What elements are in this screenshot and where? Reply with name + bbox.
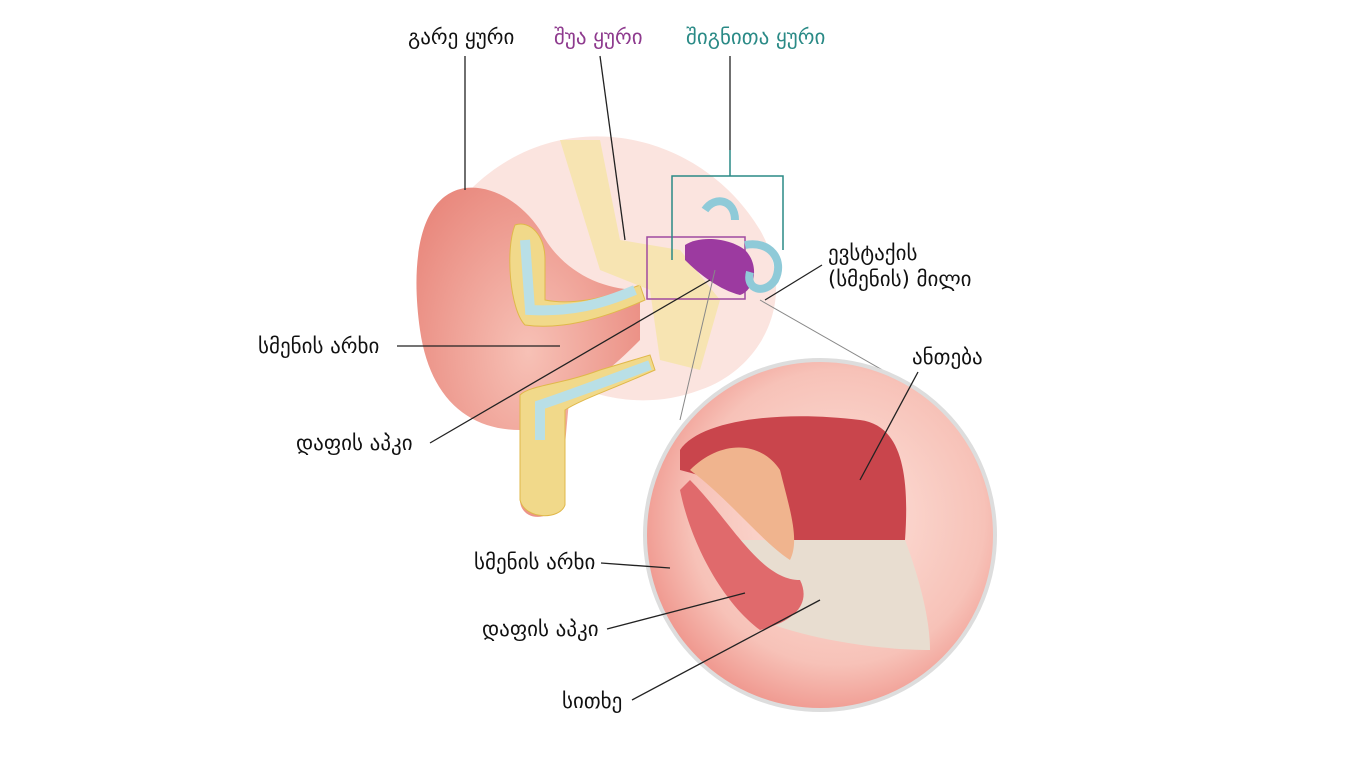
label-inflammation: ანთება xyxy=(912,345,983,369)
inner-ear-bracket xyxy=(671,150,784,260)
label-eustachian-line1: ევსტაქის xyxy=(828,241,918,265)
label-eardrum: დაფის აპკი xyxy=(296,431,413,455)
skull-bone xyxy=(560,140,720,370)
label-eustachian-tube: ევსტაქის (სმენის) მილი xyxy=(828,240,972,293)
cochlea xyxy=(701,197,783,293)
outer-ear-pinna xyxy=(416,187,640,517)
middle-ear-cavity xyxy=(680,416,907,540)
eardrum-detail xyxy=(680,480,804,630)
ossicle-detail xyxy=(690,447,795,560)
label-outer-ear: გარე ყური xyxy=(408,25,515,49)
label-eardrum-detail: დაფის აპკი xyxy=(482,617,599,641)
label-fluid: სითხე xyxy=(562,689,623,713)
label-middle-ear: შუა ყური xyxy=(554,25,643,49)
label-ear-canal-detail: სმენის არხი xyxy=(474,550,596,574)
ossicles xyxy=(685,238,755,295)
cartilage-upper-blue xyxy=(520,239,637,316)
label-ear-canal: სმენის არხი xyxy=(258,334,380,358)
label-inner-ear: შიგნითა ყური xyxy=(686,25,826,49)
leader-lines xyxy=(397,55,919,701)
cartilage-lower-blue xyxy=(535,360,652,440)
label-eustachian-line2: (სმენის) მილი xyxy=(828,267,972,292)
